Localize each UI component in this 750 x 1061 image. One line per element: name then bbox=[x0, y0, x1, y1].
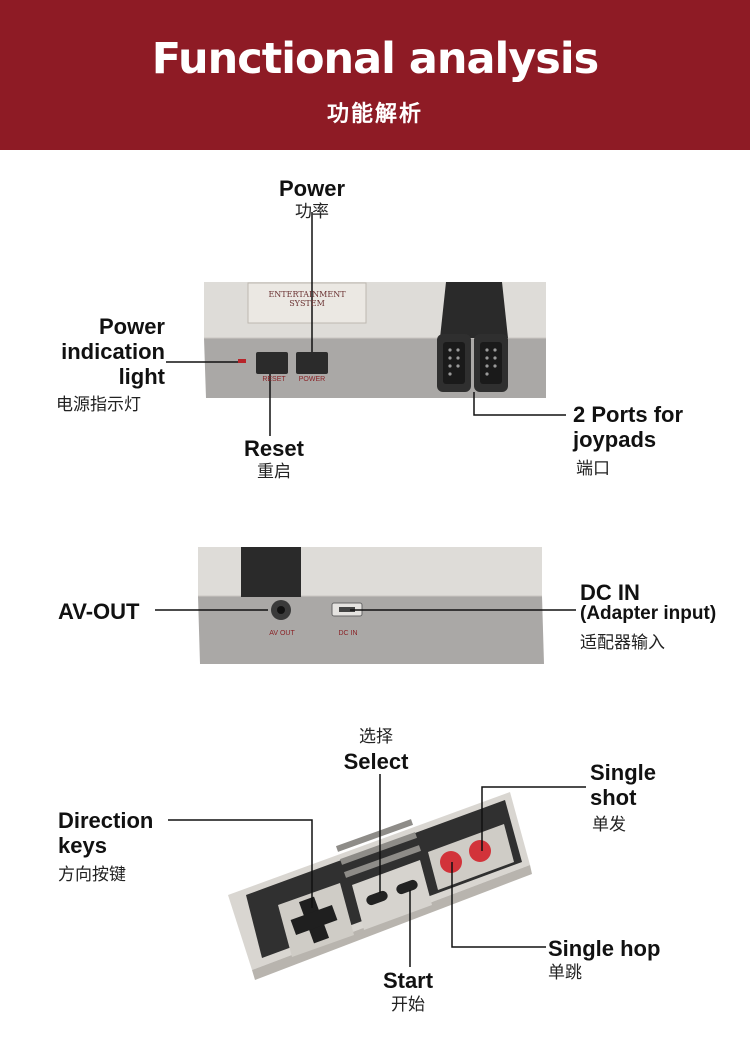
av-out-label: AV-OUT bbox=[58, 599, 140, 624]
sticker-line-2: SYSTEM bbox=[289, 299, 325, 308]
power-label: Power bbox=[278, 176, 346, 201]
reset-print: RESET bbox=[262, 376, 286, 383]
start-label: Start bbox=[382, 968, 434, 993]
dc-in-label: DC IN bbox=[580, 580, 640, 605]
reset-label-cn: 重启 bbox=[257, 462, 291, 482]
dc-print: DC IN bbox=[338, 630, 358, 637]
ports-line-1: 2 Ports for bbox=[573, 402, 684, 427]
sticker-line-1: ENTERTAINMENT bbox=[268, 290, 346, 299]
single-shot-label-cn: 单发 bbox=[592, 815, 626, 835]
single-hop-label-cn: 单跳 bbox=[548, 963, 582, 983]
direction-label: Direction keys bbox=[58, 808, 153, 858]
direction-label-cn: 方向按键 bbox=[58, 865, 126, 885]
sticker-text: ENTERTAINMENT SYSTEM bbox=[248, 290, 366, 308]
single-shot-label: Single shot bbox=[590, 760, 656, 810]
power-print: POWER bbox=[298, 376, 326, 383]
ports-line-2: joypads bbox=[573, 427, 657, 452]
select-label-cn: 选择 bbox=[359, 727, 393, 747]
ports-label-cn: 端口 bbox=[576, 459, 610, 479]
page-subtitle: 功能解析 bbox=[326, 102, 423, 127]
direction-line-1: Direction bbox=[58, 808, 154, 833]
page-title: Functional analysis bbox=[151, 34, 599, 84]
power-label-cn: 功率 bbox=[295, 202, 329, 222]
power-light-line-3: light bbox=[118, 364, 165, 389]
power-light-line-2: indication bbox=[61, 339, 165, 364]
reset-label: Reset bbox=[244, 436, 304, 461]
dc-in-label-cn: 适配器输入 bbox=[580, 633, 665, 653]
ports-label: 2 Ports for joypads bbox=[573, 402, 683, 452]
dc-in-sub: (Adapter input) bbox=[580, 603, 717, 624]
power-light-line-1: Power bbox=[98, 314, 165, 339]
start-label-cn: 开始 bbox=[391, 995, 425, 1015]
single-shot-line-2: shot bbox=[590, 785, 637, 810]
direction-line-2: keys bbox=[58, 833, 107, 858]
power-light-label-cn: 电源指示灯 bbox=[56, 395, 141, 415]
single-hop-label: Single hop bbox=[548, 936, 661, 961]
header-banner: Functional analysis 功能解析 bbox=[0, 0, 750, 150]
av-print: AV OUT bbox=[269, 630, 295, 637]
power-light-label: Power indication light bbox=[20, 314, 165, 389]
single-shot-line-1: Single bbox=[590, 760, 657, 785]
select-label: Select bbox=[343, 749, 409, 774]
